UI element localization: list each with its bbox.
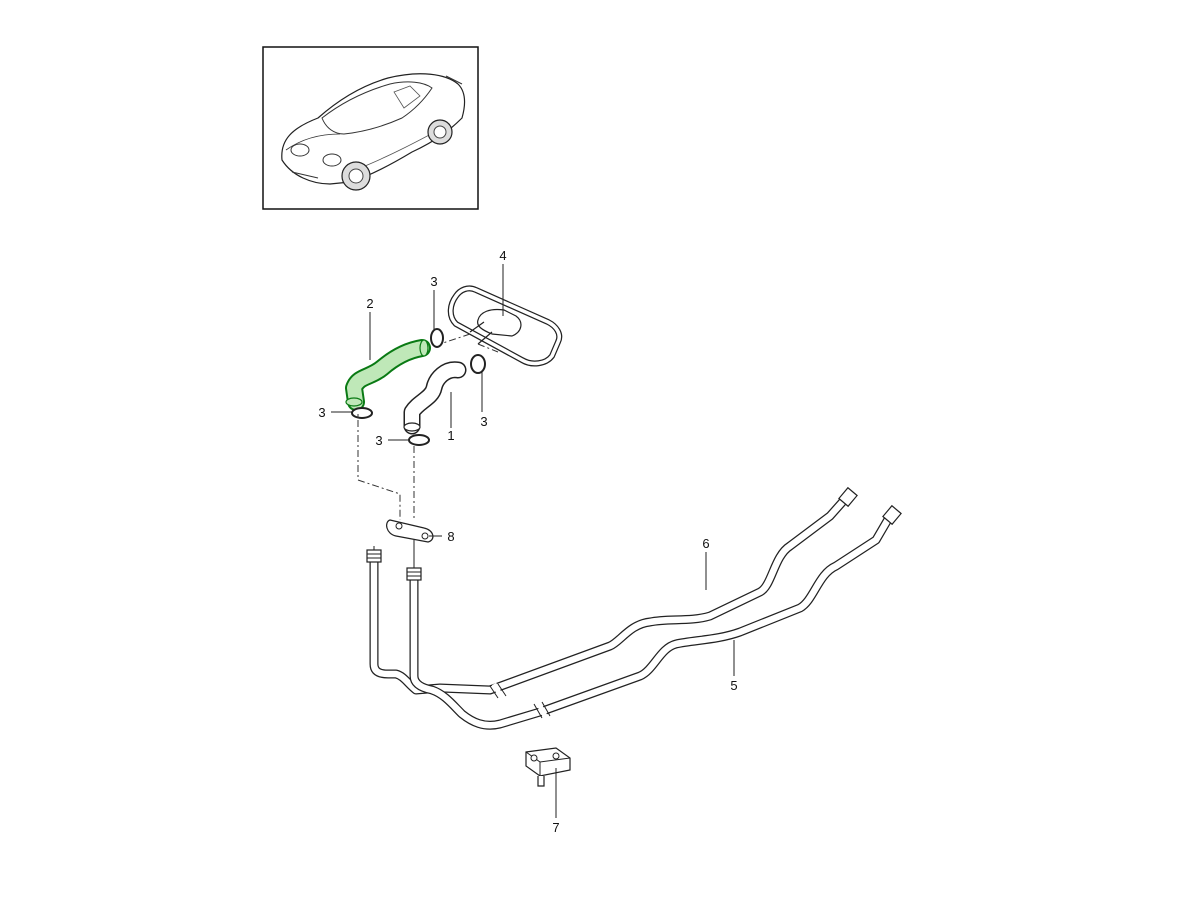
- callout-4[interactable]: 4: [499, 248, 506, 263]
- pipe-holder-icon[interactable]: [525, 747, 571, 787]
- pipe-bracket-icon[interactable]: [373, 519, 434, 570]
- coolant-pipe-icon[interactable]: [366, 486, 902, 730]
- coolant-hose-icon[interactable]: [403, 361, 467, 435]
- callout-3[interactable]: 3: [318, 405, 325, 420]
- car-thumbnail-icon[interactable]: [262, 46, 479, 210]
- callout-3[interactable]: 3: [480, 414, 487, 429]
- leader-lines: [331, 264, 735, 818]
- expansion-tank-icon[interactable]: [447, 285, 563, 367]
- callout-3[interactable]: 3: [375, 433, 382, 448]
- callout-2[interactable]: 2: [366, 296, 373, 311]
- callout-3[interactable]: 3: [430, 274, 437, 289]
- hose-clamp-icon[interactable]: [430, 328, 444, 348]
- hose-clamp-icon[interactable]: [351, 407, 373, 419]
- coolant-hose-icon[interactable]: [345, 339, 431, 411]
- hose-clamp-icon[interactable]: [408, 434, 430, 446]
- callout-1[interactable]: 1: [447, 428, 454, 443]
- callout-5[interactable]: 5: [730, 678, 737, 693]
- callout-7[interactable]: 7: [552, 820, 559, 835]
- callout-8[interactable]: 8: [447, 529, 454, 544]
- callout-6[interactable]: 6: [702, 536, 709, 551]
- hose-clamp-icon[interactable]: [470, 354, 486, 374]
